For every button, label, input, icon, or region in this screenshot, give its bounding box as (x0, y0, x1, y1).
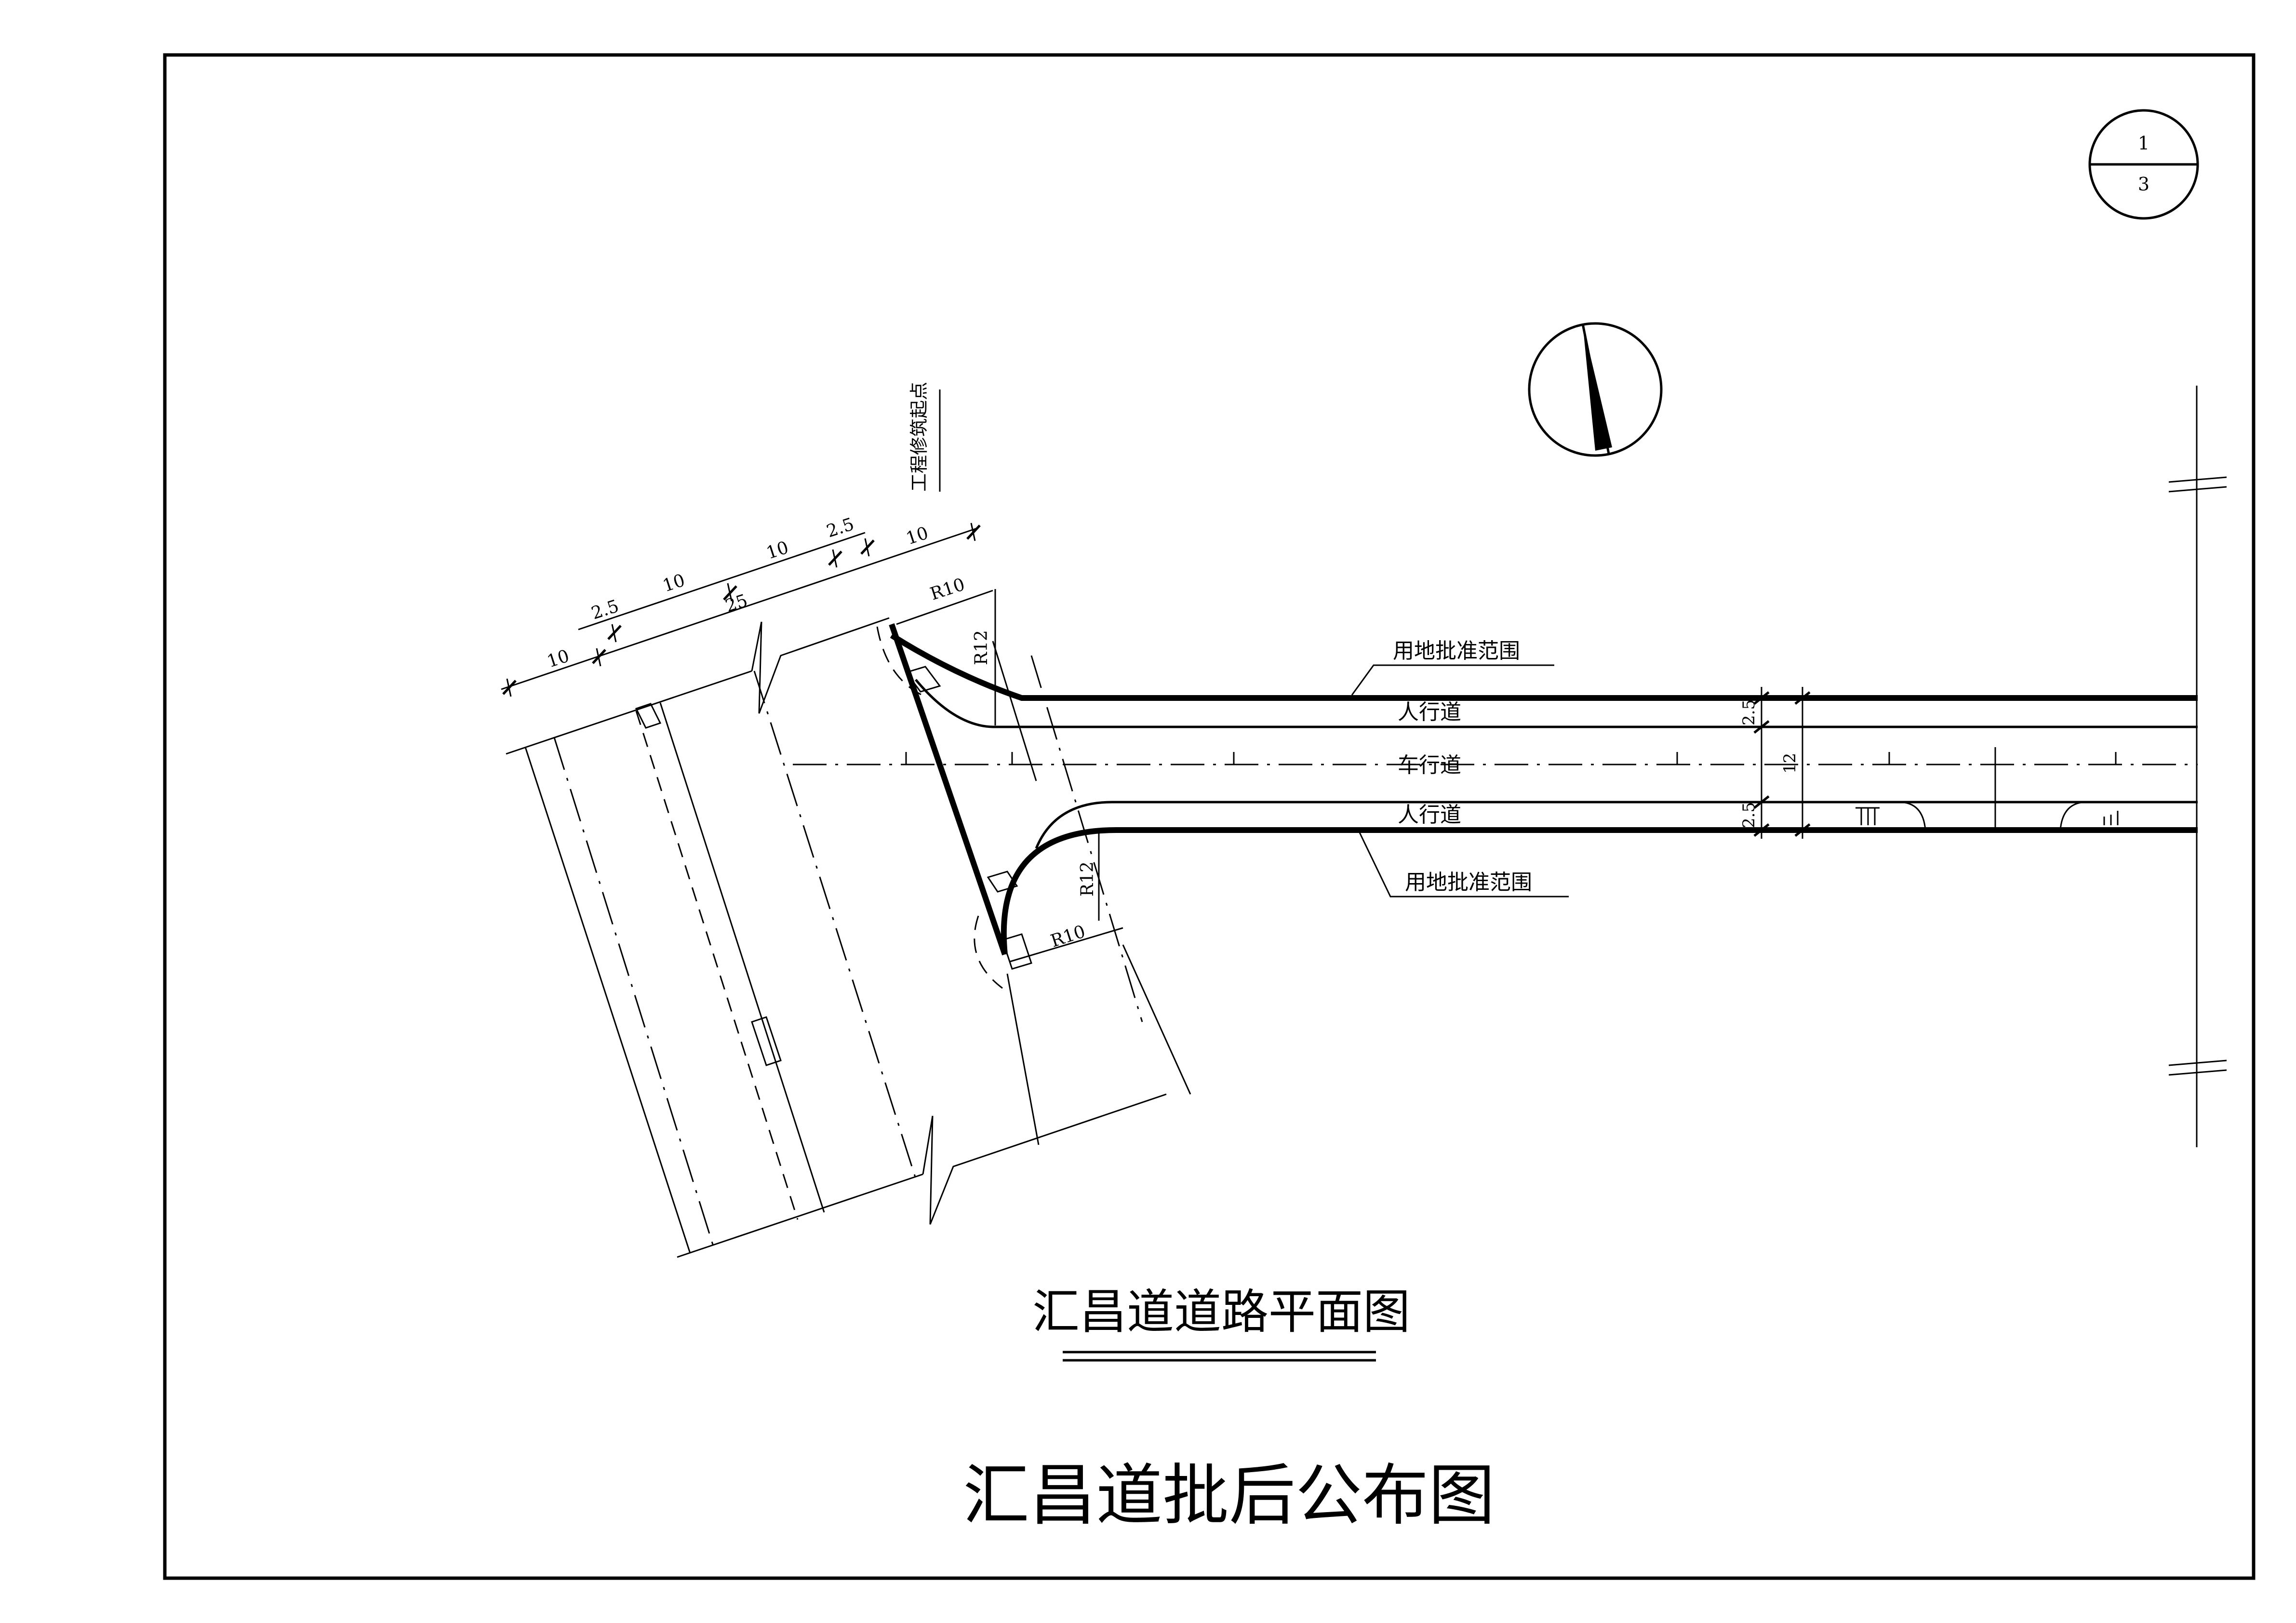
svg-text:汇昌道道路平面图: 汇昌道道路平面图 (1032, 1285, 1410, 1340)
radius-r12-bottom: R12 (1078, 861, 1097, 897)
project-boundary-line (889, 623, 1008, 955)
radius-r10-bottom: R10 (1048, 922, 1088, 952)
sidewalk-top-label: 人行道 (1398, 700, 1461, 724)
width-2-5-top: 2.5 (1739, 699, 1759, 725)
radius-r12-top: R12 (972, 630, 991, 665)
carriageway-label: 车行道 (1398, 753, 1461, 778)
project-start-label: 工程修筑起点 (908, 382, 941, 492)
sheet-index-top: 1 (2138, 133, 2149, 154)
sidewalk-bottom-label: 人行道 (1398, 803, 1461, 827)
sheet-title: 汇昌道批后公布图 (963, 1457, 1495, 1534)
drawing-frame (163, 53, 2256, 1580)
sheet-index-bottom: 3 (2138, 174, 2149, 195)
radius-dimensions: R10 R12 R12 R10 (896, 575, 1123, 963)
land-boundary-bottom-label: 用地批准范围 (1405, 870, 1532, 895)
plan-title: 汇昌道道路平面图 (1032, 1285, 1410, 1362)
width-2-5-bottom: 2.5 (1739, 802, 1759, 828)
dim-10-a: 10 (545, 646, 572, 671)
radius-r10-top: R10 (928, 575, 967, 604)
crossing-road (506, 617, 1191, 1258)
dim-2-5-a: 2.5 (589, 596, 621, 624)
land-boundary-top-label: 用地批准范围 (1393, 639, 1520, 663)
svg-text:工程修筑起点: 工程修筑起点 (908, 382, 930, 492)
sheet-index-circle: 1 3 (2088, 109, 2199, 220)
section-labels: 用地批准范围 人行道 车行道 人行道 用地批准范围 (1351, 639, 1569, 898)
north-arrow-icon (1528, 322, 1663, 457)
dim-10-b: 10 (660, 570, 687, 596)
curb-ramp-marks (1855, 801, 2121, 831)
break-line (2168, 386, 2227, 1147)
width-dimensions: 2.5 12 2.5 (1739, 687, 1811, 839)
width-12: 12 (1780, 753, 1800, 774)
main-road (793, 632, 2198, 955)
